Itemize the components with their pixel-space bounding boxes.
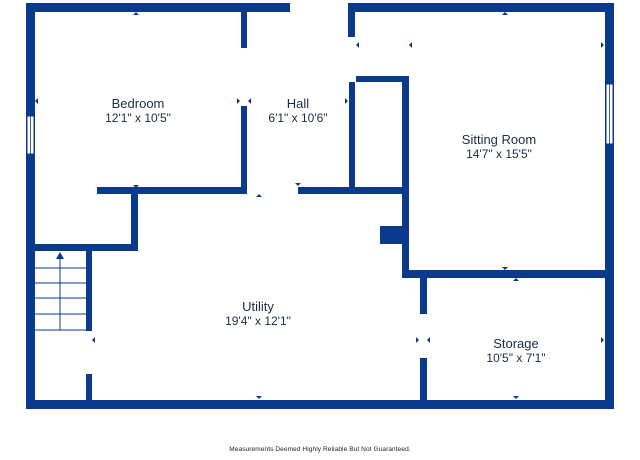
room-labels: Bedroom 12'1" x 10'5" Hall 6'1" x 10'6" … [105, 96, 545, 365]
sitting-room-dims: 14'7" x 15'5" [466, 147, 532, 161]
stair-arrow-icon [56, 252, 64, 259]
top-wall-left [26, 3, 290, 12]
exterior-walls [26, 3, 614, 409]
bedroom-hall-wall-bottom [241, 106, 247, 194]
bottom-wall [26, 400, 614, 409]
sitting-left-wall-top [356, 76, 409, 82]
stair-right-wall [86, 251, 92, 331]
hall-right-wall [348, 10, 355, 37]
hall-right-wall-lower [349, 82, 355, 190]
left-wall [26, 3, 35, 409]
storage-dims: 10'5" x 7'1" [486, 351, 545, 365]
right-wall [605, 3, 614, 409]
sitting-left-wall [402, 76, 409, 276]
closet-bottom-wall [35, 244, 137, 251]
storage-left-wall [420, 276, 427, 314]
bedroom-name: Bedroom [112, 96, 165, 111]
stair-right-wall-lower [86, 374, 92, 404]
windows [26, 83, 614, 155]
bedroom-hall-wall-top [241, 10, 247, 48]
closet-right-wall [131, 187, 138, 251]
storage-left-wall-lower [420, 358, 427, 406]
disclaimer-note: Measurements Deemed Highly Reliable But … [229, 446, 411, 453]
hall-name: Hall [287, 96, 310, 111]
hall-bottom-wall [298, 187, 408, 194]
utility-name: Utility [242, 299, 274, 314]
storage-name: Storage [493, 336, 539, 351]
sitting-room-name: Sitting Room [462, 132, 536, 147]
interior-walls [35, 10, 614, 406]
dimension-markers [35, 12, 604, 399]
utility-column [380, 226, 409, 244]
hall-dims: 6'1" x 10'6" [268, 111, 327, 125]
utility-dims: 19'4" x 12'1" [225, 314, 291, 328]
staircase [35, 252, 86, 331]
bedroom-bottom-wall [97, 187, 247, 194]
top-wall-right [348, 3, 614, 12]
bedroom-dims: 12'1" x 10'5" [105, 111, 171, 125]
sitting-bottom-wall [402, 270, 614, 278]
